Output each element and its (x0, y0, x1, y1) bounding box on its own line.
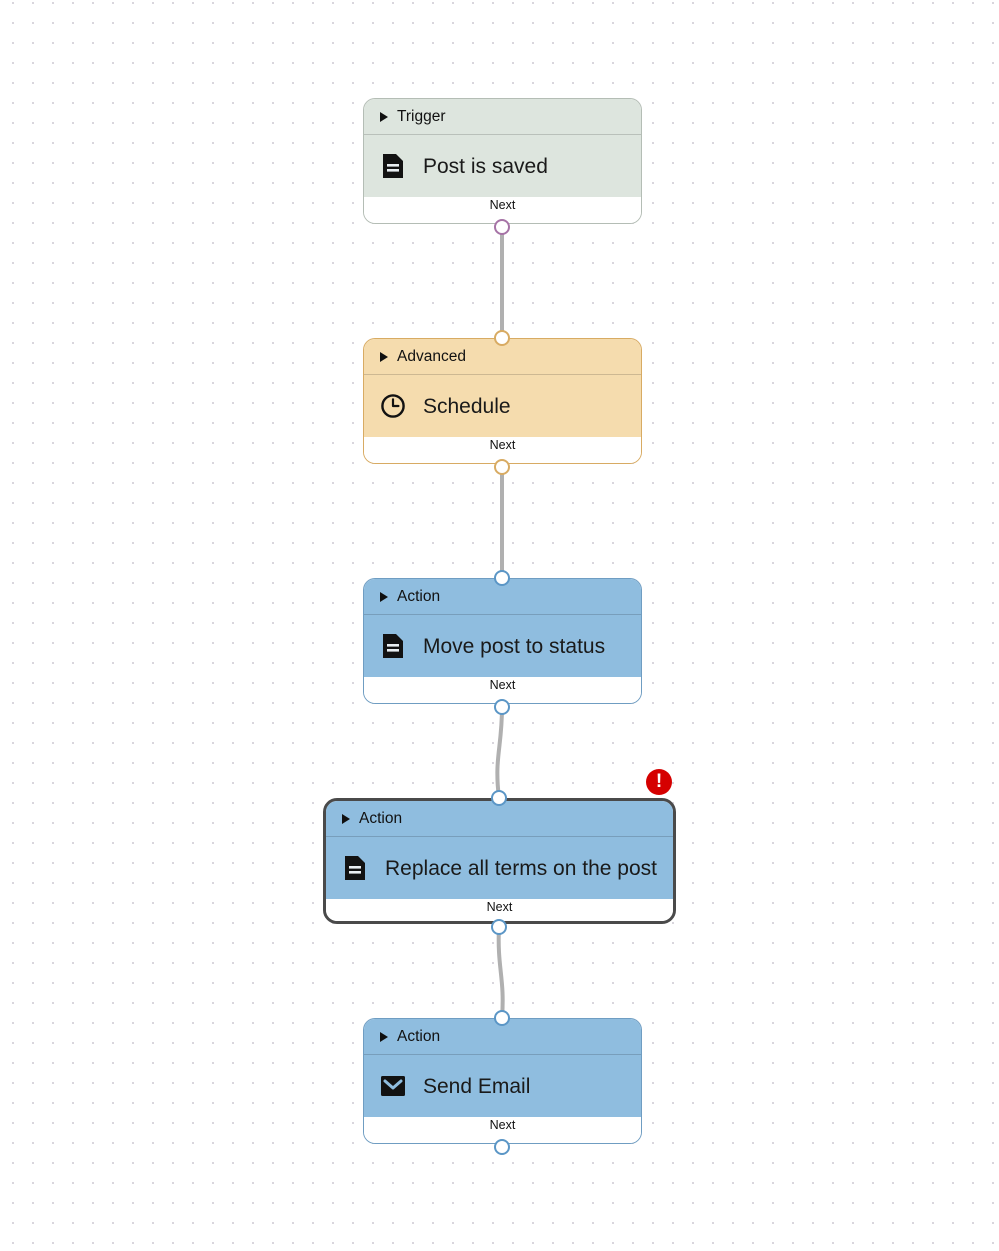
node-category-label: Action (397, 1027, 441, 1045)
triangle-right-icon[interactable] (380, 1031, 388, 1042)
document-icon (380, 633, 406, 659)
node-port-input-action-move-post-to-status[interactable] (494, 570, 510, 586)
exclamation-glyph: ! (655, 770, 663, 792)
triangle-right-icon[interactable] (380, 111, 388, 122)
node-title: Send Email (423, 1074, 531, 1098)
envelope-icon (380, 1073, 406, 1099)
node-body[interactable]: Send Email (364, 1055, 641, 1117)
error-badge-icon[interactable]: ! (646, 769, 672, 795)
node-category-label: Trigger (397, 107, 446, 125)
node-port-output-trigger-post-is-saved[interactable] (494, 219, 510, 235)
node-category-label: Action (397, 587, 441, 605)
node-next-footer[interactable]: Next (364, 677, 641, 703)
node-port-output-action-move-post-to-status[interactable] (494, 699, 510, 715)
node-title: Replace all terms on the post (385, 856, 657, 880)
node-category-label: Advanced (397, 347, 466, 365)
node-port-input-action-send-email[interactable] (494, 1010, 510, 1026)
node-next-footer[interactable]: Next (326, 899, 673, 921)
node-body[interactable]: Schedule (364, 375, 641, 437)
node-header[interactable]: Action (326, 801, 673, 837)
clock-icon (380, 393, 406, 419)
node-port-output-action-replace-all-terms-on-the-post[interactable] (491, 919, 507, 935)
edge-connector[interactable] (495, 705, 504, 800)
triangle-right-icon[interactable] (380, 591, 388, 602)
node-next-footer[interactable]: Next (364, 1117, 641, 1143)
node-title: Move post to status (423, 634, 606, 658)
node-port-input-advanced-schedule[interactable] (494, 330, 510, 346)
node-port-input-action-replace-all-terms-on-the-post[interactable] (491, 790, 507, 806)
edge-connector[interactable] (496, 925, 505, 1020)
triangle-right-icon[interactable] (342, 813, 350, 824)
node-port-output-action-send-email[interactable] (494, 1139, 510, 1155)
node-title: Post is saved (423, 154, 548, 178)
node-body[interactable]: Move post to status (364, 615, 641, 677)
node-category-label: Action (359, 809, 403, 827)
document-icon (380, 153, 406, 179)
document-icon (342, 855, 368, 881)
triangle-right-icon[interactable] (380, 351, 388, 362)
node-body[interactable]: Replace all terms on the post (326, 837, 673, 899)
node-next-footer[interactable]: Next (364, 437, 641, 463)
node-port-output-advanced-schedule[interactable] (494, 459, 510, 475)
node-body[interactable]: Post is saved (364, 135, 641, 197)
node-next-footer[interactable]: Next (364, 197, 641, 223)
node-header[interactable]: Trigger (364, 99, 641, 135)
node-title: Schedule (423, 394, 511, 418)
